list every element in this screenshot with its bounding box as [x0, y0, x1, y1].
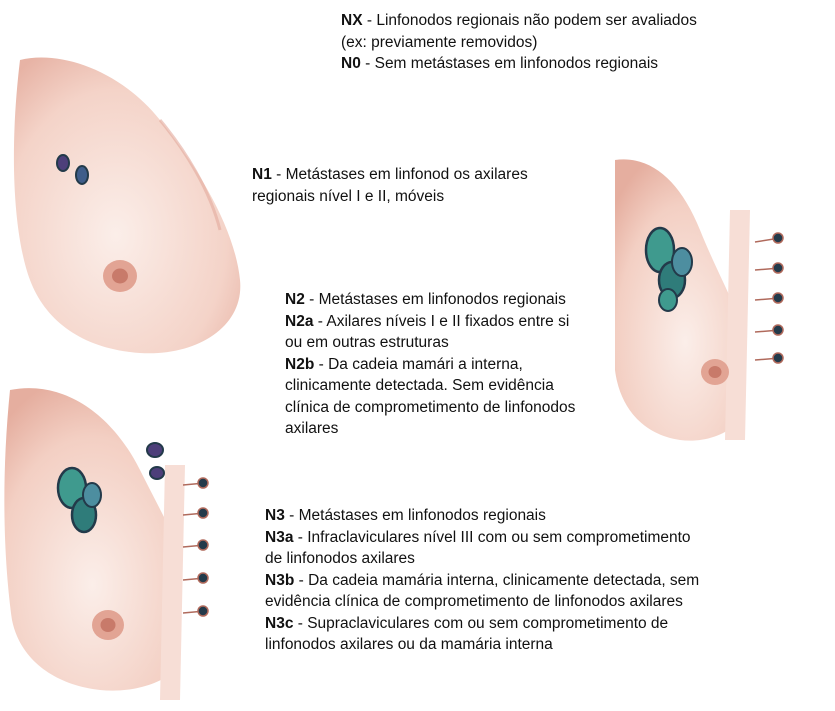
- stage-code: N3c: [265, 615, 293, 632]
- stage-code: N2a: [285, 313, 313, 330]
- stage-text: - Da cadeia mamári a interna,: [314, 356, 522, 373]
- stage-text: - Linfonodos regionais não podem ser ava…: [363, 12, 697, 29]
- illustration-n2: [610, 150, 835, 450]
- stage-text: linfonodos axilares ou da mamária intern…: [265, 636, 553, 653]
- n3-description: N3 - Metástases em linfonodos regionais …: [265, 505, 699, 656]
- text-line: NX - Linfonodos regionais não podem ser …: [341, 10, 697, 32]
- stage-code: NX: [341, 12, 363, 29]
- stage-text: - Supraclaviculares com ou sem compromet…: [293, 615, 668, 632]
- breast-shape: [14, 58, 240, 354]
- text-line: axilares: [285, 418, 575, 440]
- n2-description: N2 - Metástases em linfonodos regionais …: [285, 289, 575, 440]
- n1-description: N1 - Metástases em linfonod os axilares …: [252, 164, 528, 207]
- stage-text: - Axilares níveis I e II fixados entre s…: [313, 313, 569, 330]
- stage-text: ou em outras estruturas: [285, 334, 449, 351]
- stage-code: N1: [252, 166, 272, 183]
- stage-code: N0: [341, 55, 361, 72]
- stage-text: (ex: previamente removidos): [341, 34, 537, 51]
- stage-code: N3a: [265, 529, 293, 546]
- stage-text: - Metástases em linfonodos regionais: [305, 291, 566, 308]
- lymph-node-1: [57, 155, 69, 171]
- text-line: regionais nível I e II, móveis: [252, 186, 528, 208]
- text-line: N3c - Supraclaviculares com ou sem compr…: [265, 613, 699, 635]
- nx-n0-description: NX - Linfonodos regionais não podem ser …: [341, 10, 697, 75]
- illustration-n3: [0, 370, 245, 700]
- stage-text: axilares: [285, 420, 338, 437]
- stage-text: - Metástases em linfonodos regionais: [285, 507, 546, 524]
- text-line: N2a - Axilares níveis I e II fixados ent…: [285, 311, 575, 333]
- breast-n3-drawing: [0, 370, 245, 700]
- stage-text: - Sem metástases em linfonodos regionais: [361, 55, 658, 72]
- text-line: (ex: previamente removidos): [341, 32, 697, 54]
- text-line: clínica de comprometimento de linfonodos: [285, 397, 575, 419]
- text-line: N3 - Metástases em linfonodos regionais: [265, 505, 699, 527]
- stage-text: clinicamente detectada. Sem evidência: [285, 377, 554, 394]
- breast-n1-drawing: [0, 40, 250, 360]
- stage-text: - Metástases em linfonod os axilares: [272, 166, 528, 183]
- text-line: ou em outras estruturas: [285, 332, 575, 354]
- stage-text: clínica de comprometimento de linfonodos: [285, 399, 575, 416]
- stage-code: N3: [265, 507, 285, 524]
- text-line: N1 - Metástases em linfonod os axilares: [252, 164, 528, 186]
- text-line: de linfonodos axilares: [265, 548, 699, 570]
- stage-text: regionais nível I e II, móveis: [252, 188, 444, 205]
- text-line: N3a - Infraclaviculares nível III com ou…: [265, 527, 699, 549]
- text-line: linfonodos axilares ou da mamária intern…: [265, 634, 699, 656]
- text-line: N2 - Metástases em linfonodos regionais: [285, 289, 575, 311]
- stage-code: N3b: [265, 572, 294, 589]
- illustration-n1: [0, 40, 250, 360]
- text-line: evidência clínica de comprometimento de …: [265, 591, 699, 613]
- breast-n2-drawing: [610, 150, 835, 450]
- text-line: clinicamente detectada. Sem evidência: [285, 375, 575, 397]
- stage-text: - Da cadeia mamária interna, clinicament…: [294, 572, 699, 589]
- nipple: [709, 366, 722, 378]
- stage-code: N2: [285, 291, 305, 308]
- stage-text: - Infraclaviculares nível III com ou sem…: [293, 529, 690, 546]
- stage-text: evidência clínica de comprometimento de …: [265, 593, 683, 610]
- nipple: [112, 269, 128, 284]
- stage-text: de linfonodos axilares: [265, 550, 415, 567]
- stage-code: N2b: [285, 356, 314, 373]
- lymph-node-2: [76, 166, 88, 184]
- text-line: N3b - Da cadeia mamária interna, clinica…: [265, 570, 699, 592]
- nipple: [101, 618, 116, 632]
- text-line: N2b - Da cadeia mamári a interna,: [285, 354, 575, 376]
- infraclavicular-node-2: [150, 467, 164, 479]
- infraclavicular-node: [147, 443, 163, 457]
- text-line: N0 - Sem metástases em linfonodos region…: [341, 53, 697, 75]
